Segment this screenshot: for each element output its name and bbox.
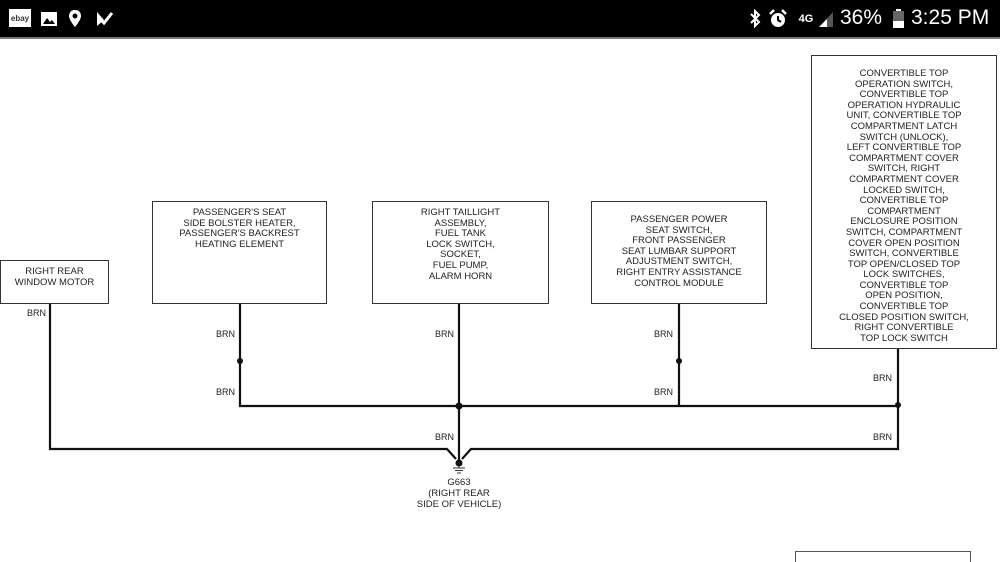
component-label: RIGHT REAR (25, 266, 84, 277)
component-label: FRONT PASSENGER (632, 235, 726, 247)
splice-dot (676, 358, 682, 364)
wire-color-label: BRN (216, 329, 236, 339)
component-label: CONVERTIBLE TOP (859, 279, 949, 291)
ebay-icon-text: ebay (10, 13, 30, 23)
splice-dot (455, 402, 463, 410)
wire-color-label: BRN (435, 432, 455, 442)
ground-id: G663 (447, 477, 471, 488)
ground-dot (455, 459, 463, 467)
component-label: COMPARTMENT (867, 205, 941, 217)
component-label: TOP OPEN/CLOSED TOP (847, 258, 961, 270)
ground-symbol-icon (453, 466, 465, 474)
component-label: COVER OPEN POSITION (848, 237, 960, 249)
component-label: CLOSED POSITION SWITCH, (839, 311, 969, 323)
wire-window-motor (48, 303, 457, 460)
component-label: CONTROL MODULE (634, 277, 724, 289)
component-label: ALARM HORN (428, 270, 493, 282)
component-right-taillight-assembly: RIGHT TAILLIGHT ASSEMBLY, FUEL TANK LOCK… (372, 201, 549, 304)
wire-color-label: BRN (873, 373, 893, 383)
component-label: SEAT SWITCH, (645, 224, 713, 236)
component-label: SWITCH, RIGHT (867, 163, 941, 175)
wire-color-label: BRN (27, 308, 47, 318)
wire-color-label: BRN (654, 387, 674, 397)
wire-color-label: BRN (654, 329, 674, 339)
component-label: COMPARTMENT COVER (849, 173, 959, 185)
component-label: WINDOW MOTOR (14, 276, 95, 288)
bluetooth-icon (748, 9, 762, 28)
component-label: ADJUSTMENT SWITCH, (625, 256, 733, 268)
component-label: SWITCH (UNLOCK), (859, 131, 949, 143)
component-label: COMPARTMENT LATCH (850, 120, 958, 132)
battery-percent: 36% (840, 6, 883, 29)
component-label: RIGHT CONVERTIBLE (854, 322, 954, 334)
component-label: OPEN POSITION, (865, 290, 943, 302)
wire-seat-heater (238, 303, 898, 408)
signal-icon (818, 9, 834, 28)
component-label: SIDE BOLSTER HEATER, (183, 217, 296, 229)
component-label: LOCK SWITCHES, (863, 269, 945, 281)
component-label: TOP LOCK SWITCH (860, 332, 948, 344)
component-label: LOCK SWITCH, (426, 238, 495, 250)
splice-dot (237, 358, 243, 364)
component-label: PASSENGER'S BACKREST (179, 228, 300, 240)
component-label: PASSENGER'S SEAT (192, 207, 287, 218)
wire-color-label: BRN (216, 387, 236, 397)
wire-color-label: BRN (873, 432, 893, 442)
partial-component-box (795, 551, 971, 562)
component-passenger-seat-heater: PASSENGER'S SEAT SIDE BOLSTER HEATER, PA… (152, 201, 327, 304)
component-label: UNIT, CONVERTIBLE TOP (846, 110, 962, 122)
ground-location: (RIGHT REAR (428, 488, 490, 499)
ground-location: SIDE OF VEHICLE) (416, 499, 502, 510)
wire-convertible-top (461, 348, 900, 460)
location-icon (68, 9, 82, 28)
component-label: SEAT LUMBAR SUPPORT (621, 245, 737, 257)
ground-label: G663 (RIGHT REAR SIDE OF VEHICLE) (399, 477, 519, 510)
component-label: CONVERTIBLE TOP (859, 89, 949, 101)
component-right-rear-window-motor: RIGHT REAR WINDOW MOTOR (0, 260, 109, 304)
task-check-icon (95, 9, 113, 28)
component-label: CONVERTIBLE TOP (859, 195, 949, 207)
gallery-icon (40, 9, 58, 28)
wire-color-label: BRN (435, 329, 455, 339)
component-label: SOCKET, (440, 249, 481, 261)
component-label: CONVERTIBLE TOP (859, 68, 949, 79)
network-type-icon: 4G (795, 9, 817, 28)
status-bar: ebay 4G 36% 3:25 PM (0, 0, 1000, 39)
clock: 3:25 PM (911, 6, 990, 29)
component-label: RIGHT ENTRY ASSISTANCE (616, 266, 742, 278)
component-label: SWITCH, CONVERTIBLE (849, 248, 959, 260)
component-label: OPERATION HYDRAULIC (847, 99, 961, 111)
component-passenger-power-seat-switch: PASSENGER POWER SEAT SWITCH, FRONT PASSE… (591, 201, 767, 304)
component-label: CONVERTIBLE TOP (859, 301, 949, 313)
component-label: FUEL TANK (434, 228, 487, 240)
component-label: RIGHT TAILLIGHT (420, 207, 501, 218)
component-label: ASSEMBLY, (434, 217, 487, 229)
component-label: COMPARTMENT COVER (849, 152, 959, 164)
component-label: ENCLOSURE POSITION (850, 216, 958, 228)
battery-icon (893, 9, 904, 28)
component-label: LOCKED SWITCH, (863, 184, 945, 196)
component-label: SWITCH, COMPARTMENT (845, 226, 963, 238)
component-label: PASSENGER POWER (630, 214, 728, 225)
ebay-icon: ebay (9, 9, 31, 27)
network-type: 4G (798, 12, 814, 25)
component-label: FUEL PUMP, (432, 259, 489, 271)
alarm-icon (768, 9, 788, 28)
component-label: HEATING ELEMENT (194, 238, 285, 250)
splice-dot (895, 402, 901, 408)
component-label: OPERATION SWITCH, (855, 78, 953, 90)
component-label: LEFT CONVERTIBLE TOP (846, 142, 962, 154)
